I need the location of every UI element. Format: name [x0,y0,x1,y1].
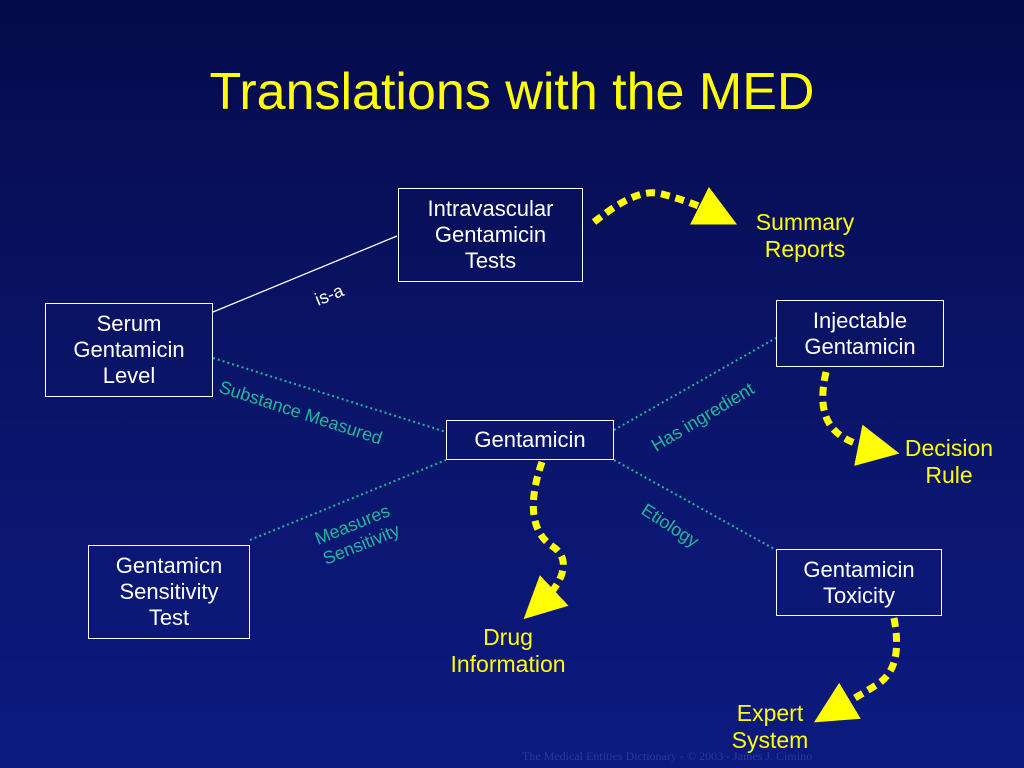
etiology-link [613,459,777,551]
drug-information-arrow [523,460,569,620]
is-a-link [212,235,398,313]
concept-intravascular-gentamicin-tests: Intravascular Gentamicin Tests [398,188,583,282]
is-a-label: is-a [312,280,347,310]
drug-information-label: Drug Information [450,624,566,677]
concept-gentamicin-toxicity: Gentamicin Toxicity [776,549,942,616]
etiology-label: Etiology [638,500,703,552]
expert-system-label: Expert System [731,700,809,753]
concept-gentamicin: Gentamicin [446,420,614,460]
page-title: Translations with the MED [209,63,815,121]
expert-system-arrow [813,617,901,723]
decision-rule-arrow [819,371,900,466]
measures-sensitivity-link [249,459,447,541]
summary-reports-label: Summary Reports [755,209,855,262]
concept-gentamicin-sensitivity-test: Gentamicn Sensitivity Test [88,545,250,639]
substance-measured-label: Substance Measured [217,377,385,449]
concept-serum-gentamicin-level: Serum Gentamicin Level [45,303,213,397]
summary-reports-arrow [591,186,738,225]
decision-rule-label: Decision Rule [904,435,994,488]
has-ingredient-label: Has ingredient [648,379,758,456]
footer-copyright: The Medical Entities Dictionary - © 2003… [522,749,813,763]
substance-measured-link [212,357,447,433]
has-ingredient-link [613,337,777,431]
concept-injectable-gentamicin: Injectable Gentamicin [776,300,944,367]
